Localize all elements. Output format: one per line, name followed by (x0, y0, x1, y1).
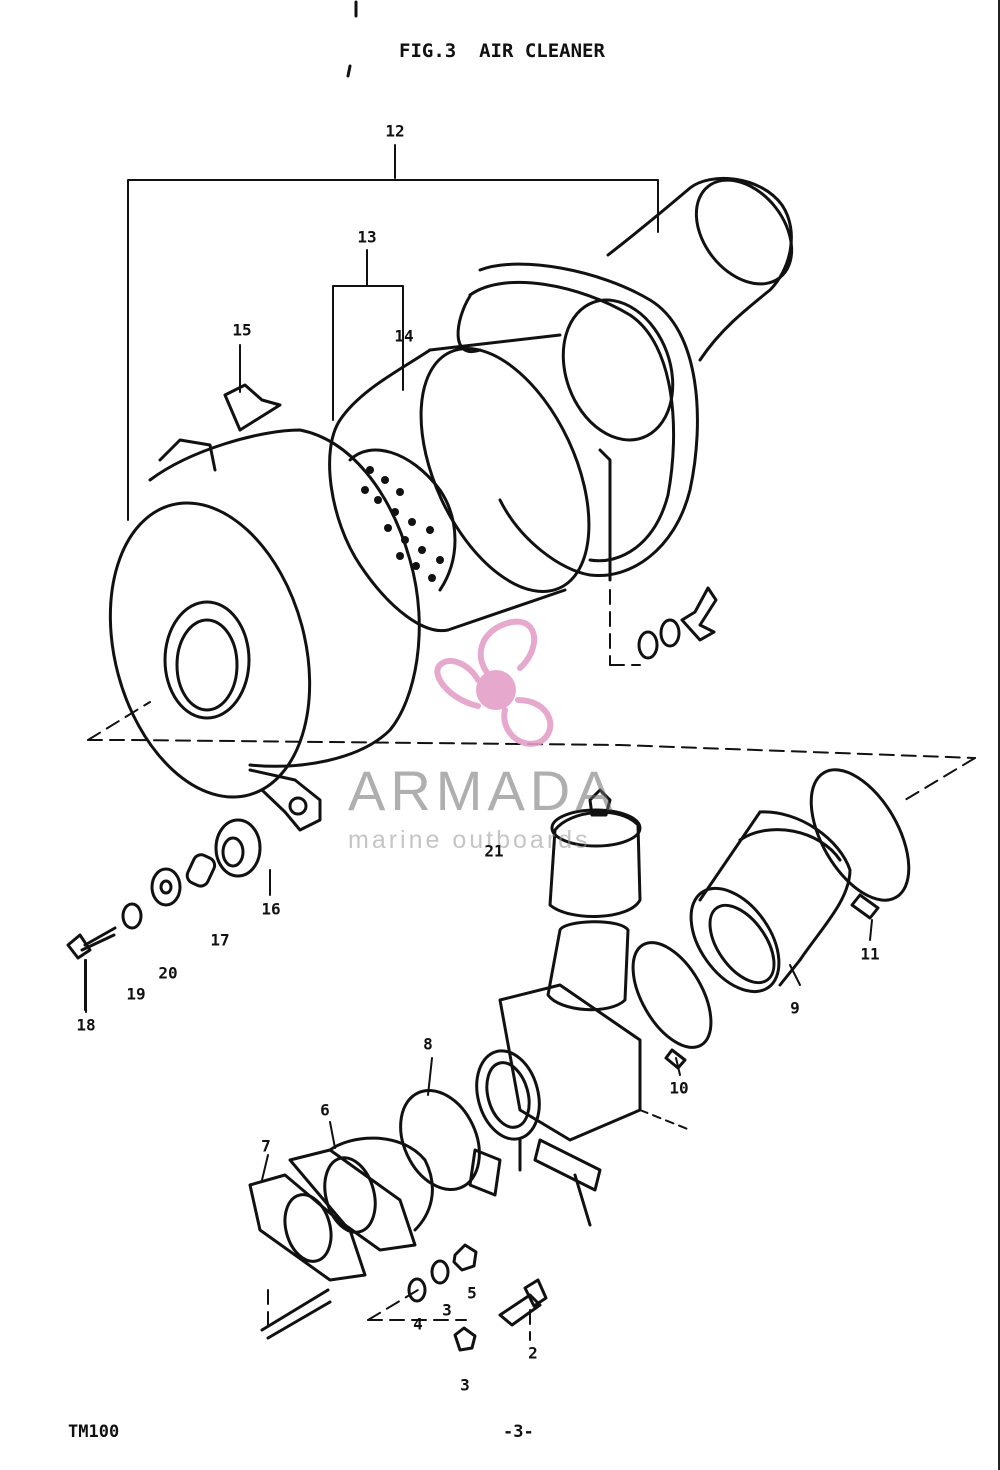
bracket-12 (127, 144, 659, 521)
figure-title: FIG.3 AIR CLEANER (399, 40, 605, 62)
callout-17: 17 (210, 930, 230, 950)
callout-6: 6 (320, 1100, 330, 1120)
callout-19: 19 (126, 984, 146, 1004)
callout-5: 5 (467, 1283, 477, 1303)
callout-15: 15 (232, 320, 252, 340)
clamp-11 (809, 768, 911, 920)
callout-4: 4 (413, 1314, 423, 1334)
air-cleaner-case (456, 176, 794, 582)
callout-8: 8 (423, 1034, 433, 1054)
watermark-brand: ARMADA (348, 759, 618, 822)
model-code: TM100 (68, 1422, 120, 1442)
callout-21: 21 (484, 841, 504, 861)
callout-3-upper: 3 (442, 1300, 452, 1320)
air-cleaner-cover (108, 383, 421, 832)
wing-nut-assembly (637, 586, 718, 660)
callout-2: 2 (528, 1343, 538, 1363)
washer-20 (150, 867, 182, 907)
callout-13: 13 (357, 227, 377, 247)
carburetor-21 (475, 788, 691, 1227)
grommet-16 (214, 818, 262, 878)
callout-leaders (85, 344, 873, 1181)
bracket-13 (332, 249, 404, 421)
callout-14: 14 (394, 326, 414, 346)
callout-10: 10 (669, 1078, 689, 1098)
callout-11: 11 (860, 944, 880, 964)
scan-mark (346, 64, 352, 78)
callout-7: 7 (261, 1136, 271, 1156)
collar-17 (185, 853, 217, 888)
callout-20: 20 (158, 963, 178, 983)
watermark-logo (434, 618, 554, 747)
stud-bolt (260, 1288, 332, 1340)
callout-12: 12 (385, 121, 405, 141)
clamp-8 (399, 1088, 502, 1197)
clamp-10 (631, 941, 713, 1070)
callout-18: 18 (76, 1015, 96, 1035)
bolt-18 (66, 926, 117, 1011)
lock-washer-19 (121, 902, 143, 930)
callout-16: 16 (261, 899, 281, 919)
page-number: -3- (503, 1422, 534, 1442)
callout-3-lower: 3 (460, 1375, 470, 1395)
gasket-7 (248, 1173, 367, 1282)
callout-9: 9 (790, 998, 800, 1018)
watermark-tagline: marine outboards (348, 826, 591, 854)
air-cleaner-element (328, 333, 591, 633)
intake-pipe-6 (288, 1136, 434, 1252)
hardware-2-to-5 (407, 1243, 548, 1352)
intake-duct-9 (689, 810, 852, 994)
